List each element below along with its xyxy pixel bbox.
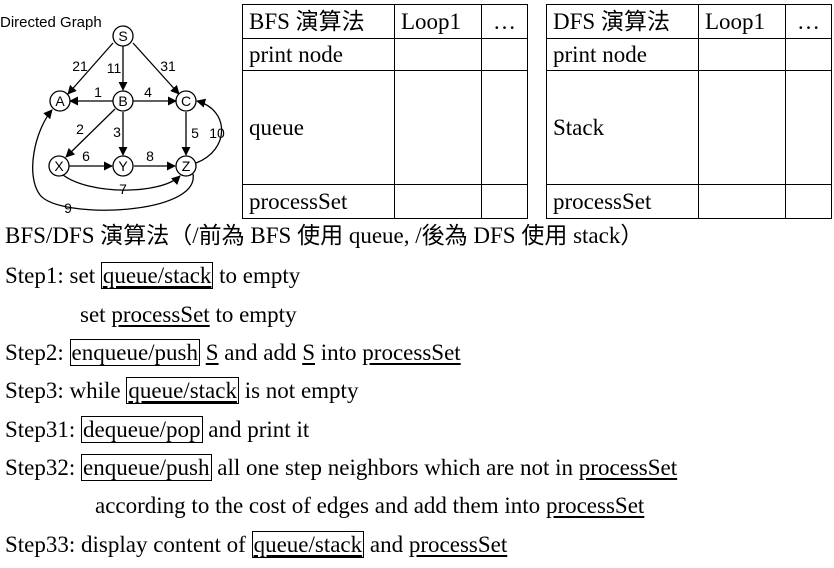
edge-weight: 6 <box>82 148 90 164</box>
dfs-header-title: DFS 演算法 <box>546 4 699 39</box>
step-text: Step1: set <box>5 263 101 288</box>
step-keyword: processSet <box>408 532 508 557</box>
bfs-cell <box>481 184 528 219</box>
step-text: Step2: <box>5 340 70 365</box>
step-text: to empty <box>209 302 297 327</box>
edge-weight: 1 <box>94 84 102 100</box>
dfs-table: DFS 演算法 Loop1 … print node Stack process… <box>546 4 832 219</box>
bfs-header-loop1: Loop1 <box>394 4 482 39</box>
step32-continued: according to the cost of edges and add t… <box>95 492 644 520</box>
dfs-header-loop1: Loop1 <box>698 4 786 39</box>
step31: Step31: dequeue/pop and print it <box>5 416 309 444</box>
node-label: C <box>181 93 191 109</box>
node-b <box>112 90 134 112</box>
node-a <box>49 90 71 112</box>
bfs-header-title: BFS 演算法 <box>242 4 395 39</box>
edge-b-x <box>65 108 116 158</box>
bfs-row-queue: queue <box>242 70 395 185</box>
edge-z-c <box>195 98 223 164</box>
node-label: S <box>118 28 127 44</box>
node-label: Z <box>182 158 191 174</box>
edge-s-c <box>132 42 180 95</box>
edge-weight: 5 <box>191 125 199 141</box>
step-keyword: dequeue/pop <box>81 416 203 443</box>
node-label: B <box>118 93 127 109</box>
bfs-header-ellipsis: … <box>481 4 528 39</box>
step-text: is not empty <box>238 378 359 403</box>
dfs-cell <box>785 38 832 71</box>
bfs-cell <box>394 70 482 185</box>
step-keyword: queue/stack <box>251 531 365 558</box>
edge-weight: 2 <box>76 121 84 137</box>
node-label: A <box>55 93 65 109</box>
step1: Step1: set queue/stack to empty <box>5 262 300 290</box>
edge-x-z <box>62 174 181 191</box>
edge-weight: 10 <box>209 125 225 141</box>
step2: Step2: enqueue/push S and add S into pro… <box>5 339 461 367</box>
step-keyword: processSet <box>111 302 210 327</box>
edge-weight: 4 <box>144 84 152 100</box>
step-text: Step31: <box>5 417 82 442</box>
step-keyword: processSet <box>578 455 678 480</box>
step-text: Step32: <box>5 455 82 480</box>
step-text: according to the cost of edges and add t… <box>95 493 546 518</box>
step1-continued: set processSet to empty <box>80 301 297 329</box>
node-label: X <box>54 158 64 174</box>
dfs-row-print-node: print node <box>546 38 699 71</box>
edge-weight: 8 <box>146 148 154 164</box>
edge-z-a <box>32 109 194 211</box>
node-s <box>112 25 134 47</box>
step-text: and print it <box>202 417 310 442</box>
step-keyword: queue/stack <box>126 377 239 404</box>
dfs-cell <box>698 184 786 219</box>
step32: Step32: enqueue/push all one step neighb… <box>5 454 677 482</box>
step3: Step3: while queue/stack is not empty <box>5 377 358 405</box>
bfs-cell <box>481 38 528 71</box>
step-text: all one step neighbors which are not in <box>211 455 579 480</box>
step-keyword: S <box>205 340 219 365</box>
node-c <box>175 90 197 112</box>
step-text: set <box>80 302 112 327</box>
dfs-cell <box>785 184 832 219</box>
edge-s-a <box>67 42 114 95</box>
step-text: and <box>364 532 409 557</box>
step-keyword: processSet <box>545 493 645 518</box>
steps-title: BFS/DFS 演算法（/前為 BFS 使用 queue, /後為 DFS 使用… <box>5 223 644 248</box>
step-text: to empty <box>213 263 301 288</box>
edge-weight: 3 <box>113 124 121 140</box>
step-text: and add <box>218 340 303 365</box>
step-keyword: queue/stack <box>100 262 214 289</box>
step-text: into <box>315 340 363 365</box>
edge-weight: 31 <box>160 58 176 74</box>
step-keyword: enqueue/push <box>81 454 212 481</box>
directed-graph: Directed Graph S A B C X Y Z 21 <box>0 14 225 216</box>
dfs-header-ellipsis: … <box>785 4 832 39</box>
bfs-cell <box>394 38 482 71</box>
dfs-cell <box>698 70 786 185</box>
step-text: Step3: while <box>5 378 127 403</box>
node-label: Y <box>118 158 128 174</box>
edge-weight: 11 <box>107 60 122 76</box>
dfs-cell <box>785 70 832 185</box>
bfs-row-process-set: processSet <box>242 184 395 219</box>
node-y <box>112 155 134 177</box>
dfs-row-process-set: processSet <box>546 184 699 219</box>
node-z <box>175 155 197 177</box>
step-keyword: processSet <box>362 340 461 365</box>
dfs-cell <box>698 38 786 71</box>
dfs-row-stack: Stack <box>546 70 699 185</box>
step-keyword: enqueue/push <box>69 339 200 366</box>
edge-weight: 7 <box>119 181 127 197</box>
step-keyword: S <box>302 340 316 365</box>
bfs-row-print-node: print node <box>242 38 395 71</box>
graph-title: Directed Graph <box>0 14 102 31</box>
bfs-cell <box>481 70 528 185</box>
edge-weight: 9 <box>64 200 72 216</box>
step33: Step33: display content of queue/stack a… <box>5 531 507 559</box>
bfs-table: BFS 演算法 Loop1 … print node queue process… <box>242 4 528 219</box>
node-x <box>48 155 70 177</box>
edge-weight: 21 <box>72 58 88 74</box>
bfs-cell <box>394 184 482 219</box>
step-text: Step33: display content of <box>5 532 252 557</box>
